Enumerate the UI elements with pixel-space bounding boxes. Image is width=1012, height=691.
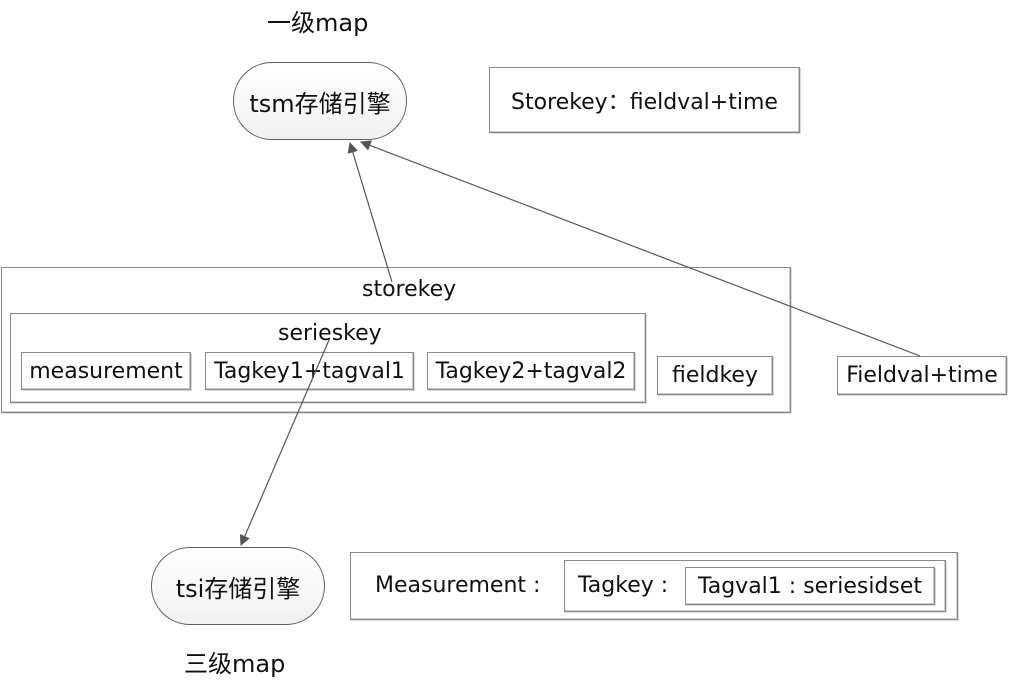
fieldkey-box: fieldkey (657, 356, 773, 395)
fieldval-time-label: Fieldval+time (846, 363, 998, 388)
top-level-label: 一级map (267, 9, 369, 37)
serieskey-item-measurement: measurement (21, 352, 191, 390)
serieskey-item-label: Tagkey1+tagval1 (214, 358, 405, 384)
tsi-tagkey-label: Tagkey : (578, 573, 669, 598)
tsi-measurement-label: Measurement : (375, 573, 541, 598)
tsi-engine-label: tsi存储引擎 (175, 574, 301, 603)
tsm-engine-node: tsm存储引擎 (233, 62, 407, 140)
serieskey-item-label: measurement (29, 358, 183, 384)
bottom-level-label: 三级map (184, 650, 286, 678)
fieldkey-label: fieldkey (672, 363, 758, 388)
storekey-formula-label: Storekey：fieldval+time (511, 90, 778, 115)
fieldval-time-box: Fieldval+time (837, 356, 1007, 395)
storekey-title: storekey (362, 277, 457, 302)
tsm-engine-label: tsm存储引擎 (249, 89, 391, 118)
serieskey-item-tag1: Tagkey1+tagval1 (205, 352, 414, 390)
arrow-storekey-to-tsm (347, 141, 393, 283)
serieskey-item-tag2: Tagkey2+tagval2 (427, 352, 635, 390)
serieskey-title: serieskey (278, 321, 382, 346)
storekey-formula-box: Storekey：fieldval+time (489, 67, 800, 133)
tsi-tagval-box: Tagval1 : seriesidset (685, 567, 935, 605)
serieskey-item-label: Tagkey2+tagval2 (435, 358, 627, 384)
tsi-tagval-label: Tagval1 : seriesidset (697, 573, 923, 599)
tsi-engine-node: tsi存储引擎 (151, 547, 325, 625)
